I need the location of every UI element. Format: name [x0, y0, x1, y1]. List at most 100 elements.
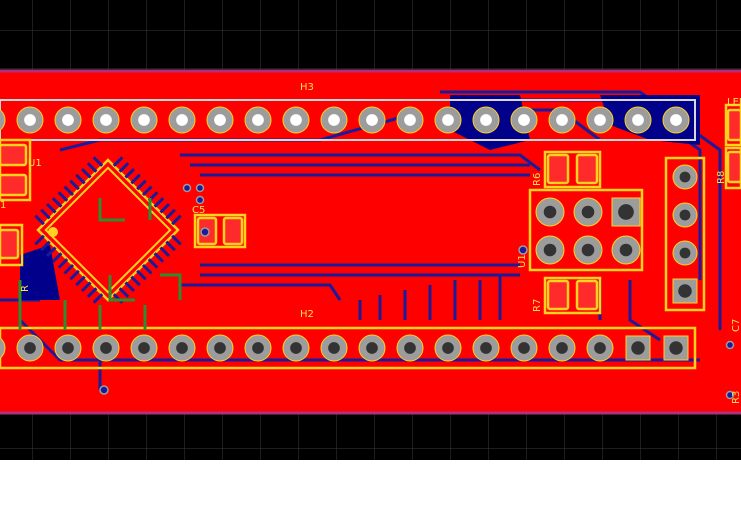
smd-pad-icon — [0, 143, 28, 167]
ic-pin — [80, 167, 92, 179]
ic-pin — [75, 173, 86, 185]
pad-icon[interactable] — [672, 202, 698, 228]
ic-pin — [34, 234, 45, 246]
pad-icon[interactable] — [535, 235, 565, 265]
square-pad-icon[interactable] — [663, 335, 689, 361]
pad-icon[interactable] — [130, 334, 158, 362]
pad-icon[interactable] — [130, 106, 158, 134]
c5-outline — [193, 213, 247, 249]
led-header-pads[interactable] — [672, 164, 698, 304]
ic-pin — [40, 240, 51, 252]
pad-icon[interactable] — [168, 334, 196, 362]
designator-r6: R6 — [532, 173, 543, 186]
pad-icon[interactable] — [168, 106, 196, 134]
designator-r7: R7 — [532, 299, 543, 312]
pad-icon[interactable] — [206, 106, 234, 134]
u1-right-pads[interactable] — [535, 197, 641, 265]
pad-icon[interactable] — [548, 334, 576, 362]
via-icon — [725, 390, 735, 400]
designator-c7: C7 — [731, 319, 741, 332]
ic-pin — [51, 197, 63, 208]
pad-icon[interactable] — [611, 235, 641, 265]
ic-pin — [63, 263, 75, 275]
designator-h3: H3 — [300, 82, 314, 93]
pad-icon[interactable] — [672, 240, 698, 266]
pad-icon[interactable] — [662, 106, 690, 134]
pad-icon[interactable] — [54, 334, 82, 362]
pad-icon[interactable] — [16, 106, 44, 134]
designator-c5: C5 — [192, 205, 205, 216]
pad-icon[interactable] — [396, 106, 424, 134]
u1-ic-package[interactable] — [34, 156, 182, 304]
h2-header-pads[interactable] — [0, 334, 689, 362]
via-icon — [200, 227, 210, 237]
designator-h2: H2 — [300, 309, 314, 320]
ic-pin — [40, 208, 51, 220]
pad-icon[interactable] — [434, 334, 462, 362]
ic-pin — [159, 202, 171, 214]
pad-icon[interactable] — [510, 106, 538, 134]
r6-outline — [543, 150, 602, 189]
ic-pin — [86, 287, 98, 298]
ic-pin — [141, 263, 153, 275]
pad-icon[interactable] — [244, 106, 272, 134]
square-pad-icon[interactable] — [672, 278, 698, 304]
ic-pin — [136, 269, 147, 281]
pad-icon[interactable] — [434, 106, 462, 134]
pad-icon[interactable] — [0, 335, 6, 361]
ic-pin — [75, 275, 86, 287]
h3-header-pads[interactable] — [0, 106, 690, 134]
ic-pin — [118, 162, 130, 173]
pcb-canvas[interactable]: H3 H2 U1 C5 1 R R6 R7 U1 R8 LED C7 R3 — [0, 0, 741, 460]
pad-icon[interactable] — [586, 334, 614, 362]
pad-icon[interactable] — [16, 334, 44, 362]
h2-outline — [0, 326, 697, 370]
smd-pads — [0, 108, 741, 311]
pad-icon[interactable] — [54, 106, 82, 134]
pad-icon[interactable] — [573, 235, 603, 265]
designator-c1: 1 — [0, 200, 6, 211]
pad-icon[interactable] — [92, 334, 120, 362]
square-pad-icon[interactable] — [625, 335, 651, 361]
pad-icon[interactable] — [510, 334, 538, 362]
square-pad-icon[interactable] — [611, 197, 641, 227]
pad-icon[interactable] — [535, 197, 565, 227]
via-icon — [195, 195, 205, 205]
designator-u1-left: U1 — [28, 158, 42, 169]
smd-pad-icon — [575, 279, 599, 311]
via-icon — [518, 245, 528, 255]
pad-icon[interactable] — [358, 334, 386, 362]
pad-icon[interactable] — [92, 106, 120, 134]
led-header-outline — [664, 156, 706, 312]
c1-outline — [0, 223, 24, 267]
pad-icon[interactable] — [282, 334, 310, 362]
smd-pad-icon — [726, 150, 741, 184]
pcb-editor-viewport[interactable]: H3 H2 U1 C5 1 R R6 R7 U1 R8 LED C7 R3 — [0, 0, 741, 460]
ic-pin — [57, 258, 69, 269]
pad-icon[interactable] — [548, 106, 576, 134]
bottom-copper-pour-3 — [20, 245, 60, 300]
pad-icon[interactable] — [472, 106, 500, 134]
designator-u1-right: U1 — [517, 254, 528, 268]
pad-icon[interactable] — [396, 334, 424, 362]
pad-icon[interactable] — [624, 106, 652, 134]
designator-r-left: R — [20, 285, 31, 292]
pad-icon[interactable] — [586, 106, 614, 134]
pad-icon[interactable] — [573, 197, 603, 227]
pad-icon[interactable] — [358, 106, 386, 134]
pad-icon[interactable] — [320, 334, 348, 362]
r8-outline — [724, 146, 741, 190]
ic-pin — [57, 191, 69, 202]
pad-icon[interactable] — [672, 164, 698, 190]
pad-icon[interactable] — [206, 334, 234, 362]
pad-icon[interactable] — [472, 334, 500, 362]
pad-icon[interactable] — [244, 334, 272, 362]
ic-pin — [171, 234, 182, 246]
pad-icon[interactable] — [282, 106, 310, 134]
vias — [99, 183, 735, 400]
pad-icon[interactable] — [0, 107, 6, 133]
pad-icon[interactable] — [320, 106, 348, 134]
ic-pin — [34, 214, 45, 226]
smd-footprints — [18, 198, 182, 330]
ic-pin — [112, 156, 124, 167]
